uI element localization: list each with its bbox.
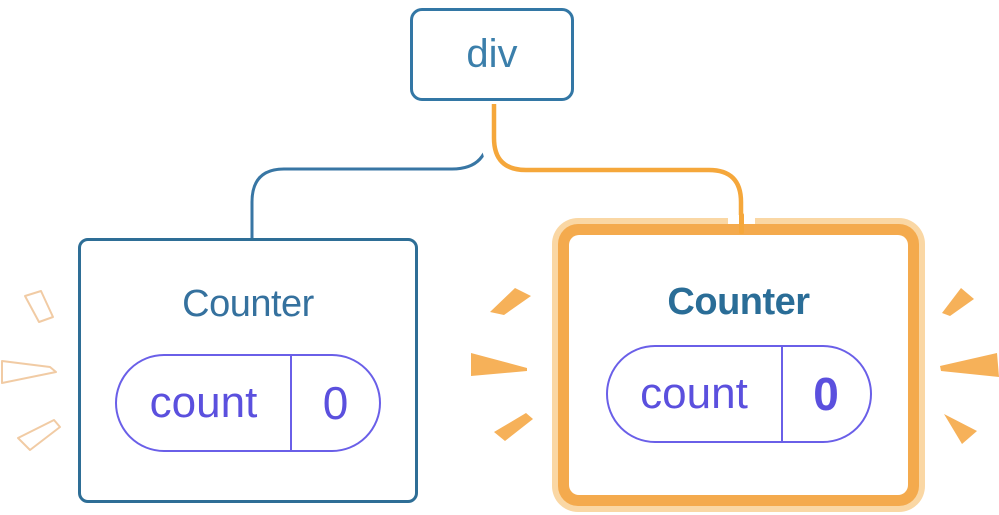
spark-icon [1,360,57,384]
spark-icon [942,288,974,316]
root-node-label: div [466,32,518,76]
spark-icon [24,290,54,323]
counter-title: Counter [667,281,810,323]
wire-blue-left [250,104,491,241]
spark-icon [490,288,531,315]
highlight-ring: Counter count 0 [558,224,919,506]
counter-node-right-content: Counter count 0 [569,235,908,495]
wire-orange-right [491,104,744,232]
wire-entry-line [739,213,744,234]
counter-node-right-highlighted: Counter count 0 [552,218,925,512]
spark-icon [940,353,999,377]
spark-icon [944,414,977,444]
state-value: 0 [322,376,349,429]
counter-title: Counter [182,283,314,325]
state-value: 0 [813,367,839,420]
spark-burst-right-inner [471,288,533,441]
root-node: div [410,8,574,101]
state-pill: count 0 [115,353,381,452]
spark-burst-left-faded [1,290,61,451]
counter-node-left: Counter count 0 [78,238,418,503]
spark-icon [17,419,61,451]
spark-icon [471,353,527,376]
state-label: count [117,355,292,450]
state-pill: count 0 [605,344,872,443]
wire-orange-casing [481,104,754,230]
spark-icon [494,413,533,441]
spark-burst-right-outer [940,288,999,444]
state-label: count [608,346,783,441]
